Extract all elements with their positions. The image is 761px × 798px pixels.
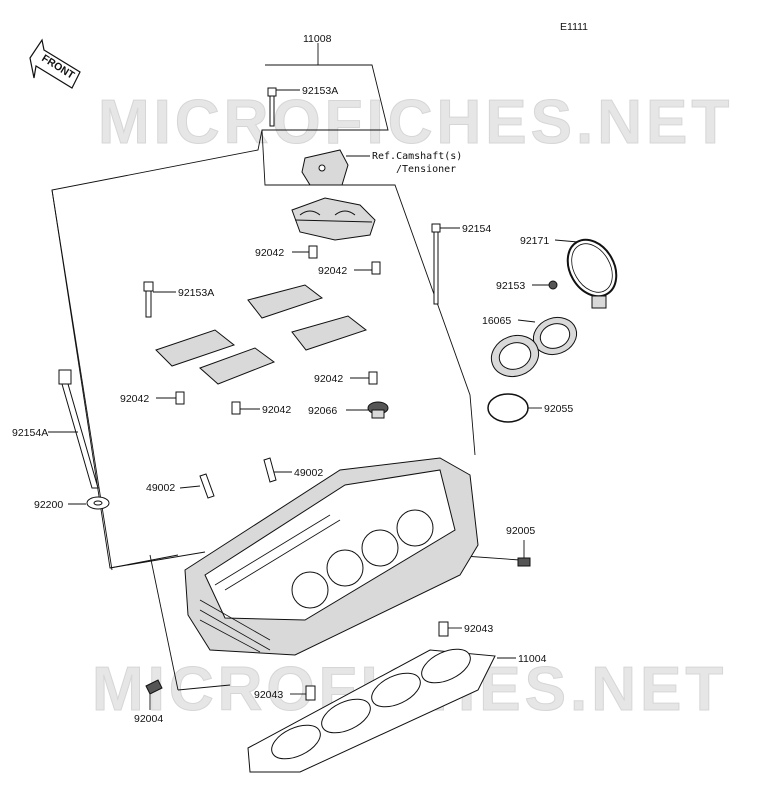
- label-92004: 92004: [134, 713, 163, 725]
- label-92154A: 92154A: [12, 427, 48, 439]
- dowel-92042-e: [231, 401, 241, 415]
- label-92042-e: 92042: [262, 404, 291, 416]
- label-92055: 92055: [544, 403, 573, 415]
- plug-92066: [346, 401, 389, 419]
- ref-note-line-1: Ref.Camshaft(s): [372, 151, 462, 162]
- cylinder-head-11008: [184, 457, 479, 656]
- label-92043-bottom: 92043: [254, 689, 283, 701]
- fitting-92005: [517, 540, 531, 567]
- intake-holder-16065: [490, 316, 578, 378]
- label-11008: 11008: [303, 33, 332, 45]
- label-92043-right: 92043: [464, 623, 493, 635]
- label-92154: 92154: [462, 223, 491, 235]
- label-11004: 11004: [518, 653, 547, 665]
- ref-note-line-2: /Tensioner: [396, 164, 456, 175]
- label-92042-b: 92042: [318, 265, 347, 277]
- cam-caps-lower: [155, 284, 368, 385]
- label-92005: 92005: [506, 525, 535, 537]
- label-92042-c: 92042: [314, 373, 343, 385]
- washer-92200: [68, 496, 110, 510]
- dowel-92043-bottom: [305, 685, 316, 701]
- dowel-92043-right: [438, 621, 449, 637]
- label-49002-right: 49002: [294, 467, 323, 479]
- label-92153: 92153: [496, 280, 525, 292]
- stud-92004: [145, 679, 163, 710]
- bolt-92153A-top: [267, 87, 300, 127]
- label-49002-left: 49002: [146, 482, 175, 494]
- label-92042-d: 92042: [120, 393, 149, 405]
- dowel-92042-a: [308, 245, 318, 259]
- dowel-92042-b: [371, 261, 381, 275]
- bolt-92153A-left: [143, 281, 176, 318]
- watermark-top: MICROFICHES.NET: [98, 88, 733, 157]
- valve-guide-49002-right: [263, 457, 292, 483]
- label-92171: 92171: [520, 235, 549, 247]
- dowel-92042-c: [368, 371, 378, 385]
- cam-cap-upper: [291, 197, 376, 241]
- valve-guide-49002-left: [179, 473, 215, 499]
- tensioner-bracket: [301, 149, 370, 186]
- diagram-code: E1111: [560, 21, 588, 33]
- label-16065: 16065: [482, 315, 511, 327]
- screw-92153: [532, 280, 558, 290]
- label-92200: 92200: [34, 499, 63, 511]
- label-92153A-top: 92153A: [302, 85, 338, 97]
- bolt-92154: [431, 223, 460, 305]
- head-gasket-11004: [247, 648, 516, 773]
- front-arrow-icon: FRONT: [29, 38, 81, 89]
- dowel-92042-d: [175, 391, 185, 405]
- clamp-92171: [554, 238, 618, 309]
- label-92066: 92066: [308, 405, 337, 417]
- label-92042-a: 92042: [255, 247, 284, 259]
- label-92153A-left: 92153A: [178, 287, 214, 299]
- bolt-92154A: [48, 369, 99, 489]
- o-ring-92055: [487, 393, 529, 423]
